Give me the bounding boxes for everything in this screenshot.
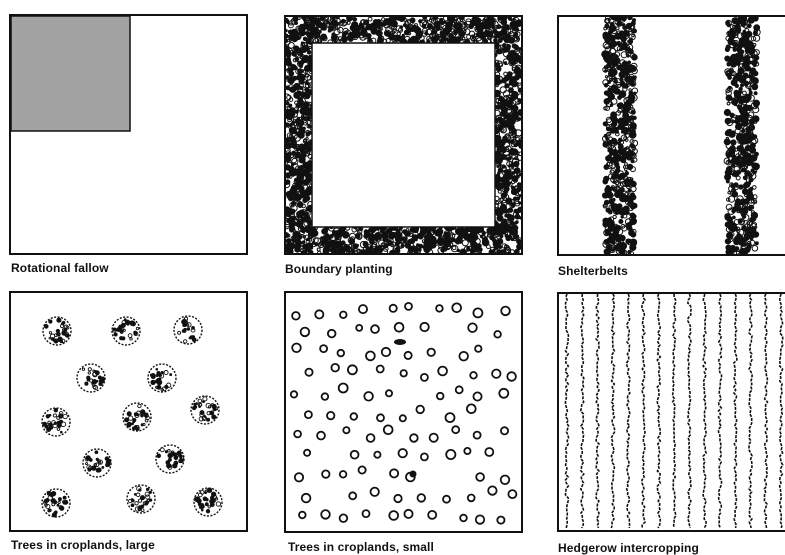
shelterbelts-label: Shelterbelts bbox=[558, 264, 628, 278]
tree-crown bbox=[77, 364, 105, 392]
trees-croplands-large-label: Trees in croplands, large bbox=[11, 538, 155, 552]
rotational-fallow-label: Rotational fallow bbox=[11, 261, 109, 275]
tree-crown bbox=[174, 316, 202, 344]
shelterbelts-panel bbox=[557, 15, 785, 256]
shelterbelts-drawing bbox=[559, 17, 785, 254]
boundary-planting-drawing bbox=[286, 17, 521, 253]
trees-croplands-small-label: Trees in croplands, small bbox=[288, 540, 434, 554]
hedgerow-lines bbox=[565, 294, 782, 528]
dark-tree bbox=[410, 471, 417, 478]
trees-croplands-small-drawing bbox=[286, 293, 521, 531]
rotational-fallow-panel bbox=[9, 14, 248, 255]
tree-crown bbox=[42, 408, 70, 436]
tree-crown bbox=[191, 396, 219, 424]
trees-croplands-small-panel bbox=[284, 291, 523, 533]
tree-crown bbox=[194, 488, 222, 516]
trees-croplands-large-panel bbox=[9, 291, 248, 532]
tree-crown bbox=[148, 364, 176, 392]
dark-tree bbox=[394, 339, 406, 345]
tree-crown bbox=[112, 317, 140, 345]
boundary-planting-panel bbox=[284, 15, 523, 255]
tree-crown bbox=[127, 485, 155, 513]
boundary-planting-label: Boundary planting bbox=[285, 262, 393, 276]
small-trees bbox=[291, 303, 517, 524]
tree-crown bbox=[43, 317, 71, 345]
shelterbelt-right bbox=[724, 17, 760, 254]
fallow-block bbox=[11, 16, 130, 131]
tree-crown bbox=[123, 403, 151, 431]
tree-crown bbox=[42, 489, 70, 517]
rotational-fallow-drawing bbox=[11, 16, 246, 253]
tree-crown bbox=[83, 449, 111, 477]
shelterbelt-left bbox=[602, 17, 638, 254]
hedgerow-intercropping-panel bbox=[557, 292, 785, 532]
trees-croplands-large-drawing bbox=[11, 293, 246, 530]
hedgerow-intercropping-drawing bbox=[559, 294, 785, 530]
inner-field bbox=[312, 43, 495, 227]
tree-crown bbox=[156, 445, 184, 473]
